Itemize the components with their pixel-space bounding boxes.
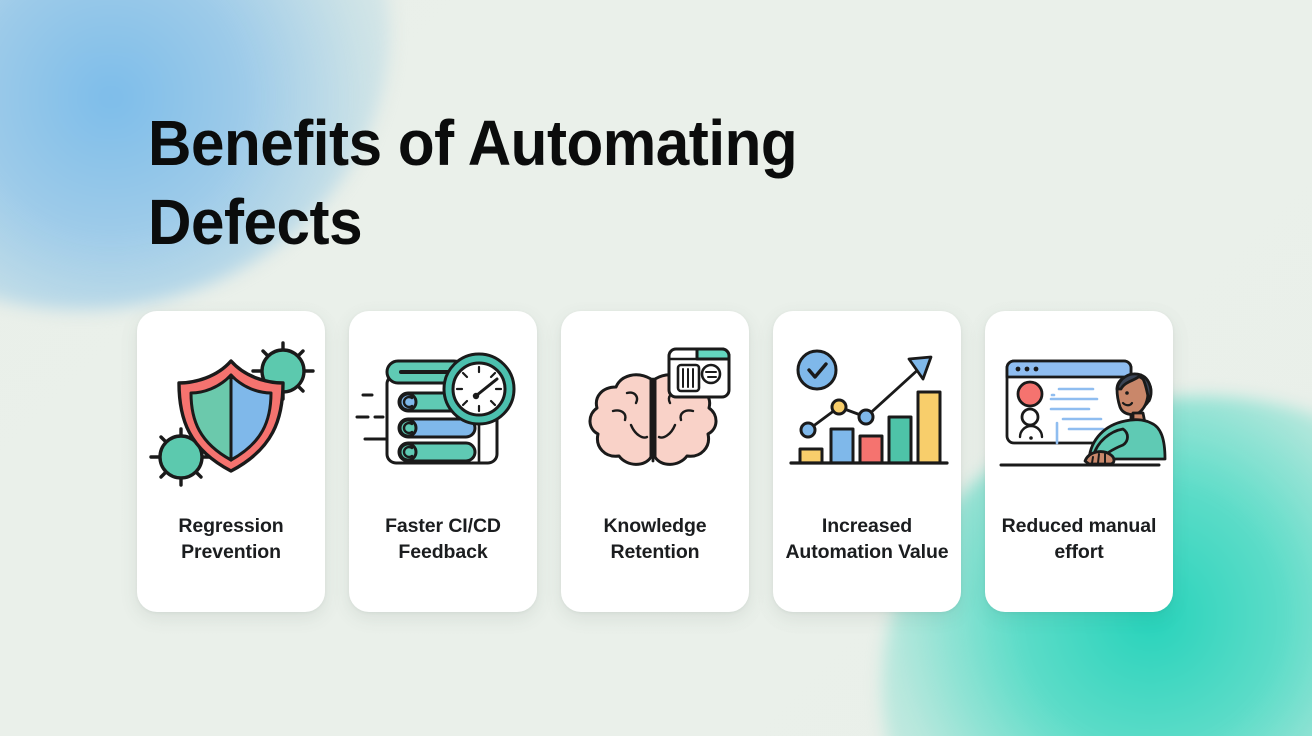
pipeline-stopwatch-icon bbox=[355, 337, 529, 487]
brain-document-icon bbox=[569, 337, 741, 487]
benefit-card-label: Increased Automation Value bbox=[785, 515, 949, 563]
benefit-card-label: Regression Prevention bbox=[178, 515, 284, 563]
benefit-card-regression-prevention[interactable]: Regression Prevention bbox=[137, 311, 325, 612]
person-at-browser-icon bbox=[993, 337, 1167, 487]
benefit-card-reduced-manual-effort[interactable]: Reduced manual effort bbox=[985, 311, 1173, 612]
benefit-card-knowledge-retention[interactable]: Knowledge Retention bbox=[561, 311, 749, 612]
benefit-card-label: Knowledge Retention bbox=[603, 515, 707, 563]
benefit-card-faster-ci-cd-feedback[interactable]: Faster CI/CD Feedback bbox=[349, 311, 537, 612]
benefit-card-label: Faster CI/CD Feedback bbox=[385, 515, 501, 563]
benefit-card-label: Reduced manual effort bbox=[1001, 515, 1157, 563]
page-title-line-2: Defects bbox=[148, 186, 363, 258]
growth-bar-chart-icon bbox=[781, 337, 953, 487]
benefit-card-list: Regression Prevention bbox=[137, 311, 1173, 612]
page-title-line-1: Benefits of Automating bbox=[148, 107, 798, 179]
benefit-card-increased-automation-value[interactable]: Increased Automation Value bbox=[773, 311, 961, 612]
shield-with-germs-icon bbox=[145, 337, 317, 487]
page-title: Benefits of Automating Defects bbox=[148, 104, 881, 262]
